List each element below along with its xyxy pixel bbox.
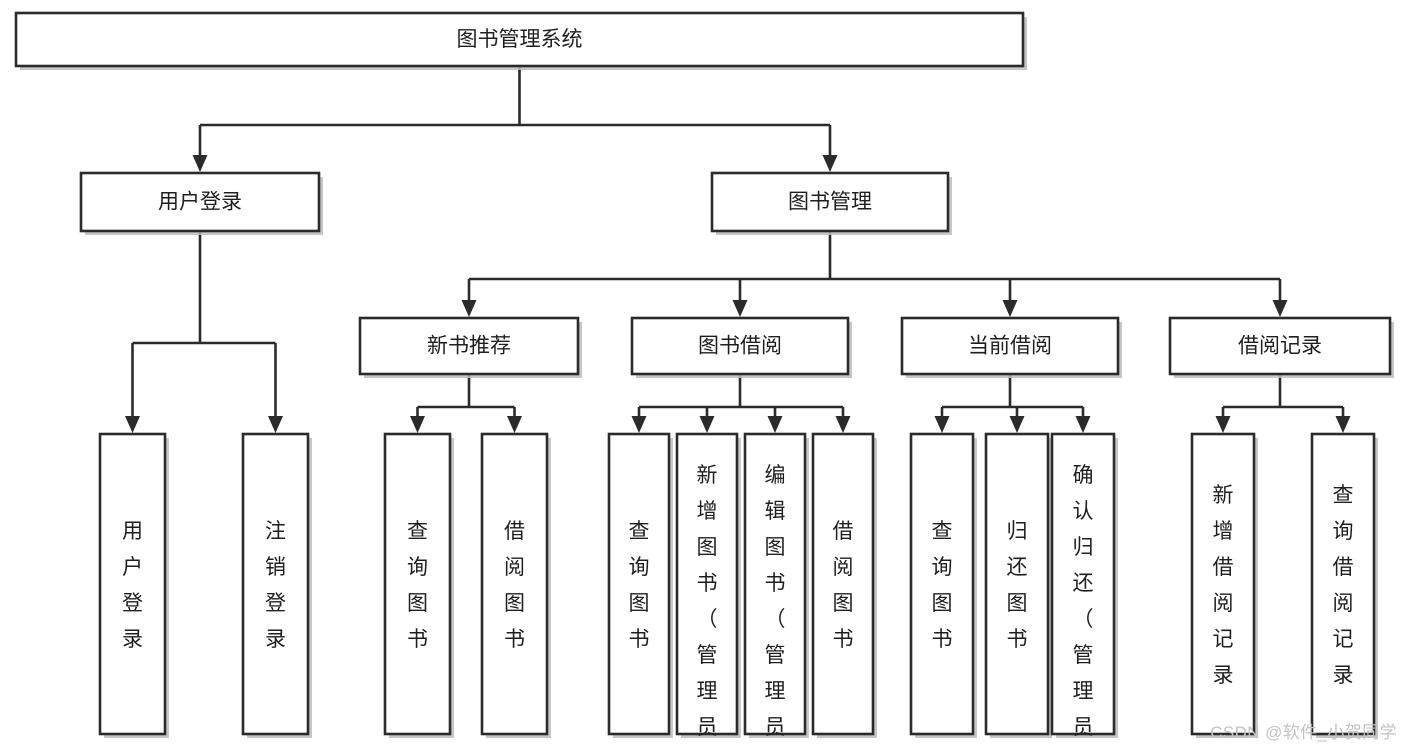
connector-layer bbox=[125, 66, 1351, 433]
node-leaf-query-book-current[interactable]: 查询图书 bbox=[909, 432, 977, 738]
node-label: 借阅图书 bbox=[504, 520, 525, 651]
node-leaf-query-borrow-record[interactable]: 查询借阅记录 bbox=[1310, 432, 1378, 738]
node-borrow-record[interactable]: 借阅记录 bbox=[1168, 316, 1394, 378]
node-label: 用户登录 bbox=[122, 520, 143, 651]
connector-group-book-borrow bbox=[631, 374, 851, 433]
node-label: 编辑图书（管理员） bbox=[765, 464, 786, 747]
node-root[interactable]: 图书管理系统 bbox=[14, 11, 1027, 70]
node-user-login[interactable]: 用户登录 bbox=[79, 171, 323, 235]
connector-group-current-borrow bbox=[934, 374, 1091, 433]
node-leaf-add-borrow-record[interactable]: 新增借阅记录 bbox=[1190, 432, 1258, 738]
node-current-borrow[interactable]: 当前借阅 bbox=[900, 316, 1122, 378]
node-leaf-user-login[interactable]: 用户登录 bbox=[98, 432, 169, 738]
watermark-text: CSDN @软件_小贺同学 bbox=[1210, 723, 1397, 742]
node-label: 确认归还（管理员） bbox=[1073, 464, 1094, 747]
node-leaf-query-book-borrow[interactable]: 查询图书 bbox=[607, 432, 673, 738]
node-layer: 图书管理系统用户登录图书管理新书推荐图书借阅当前借阅借阅记录用户登录注销登录查询… bbox=[14, 11, 1394, 747]
connector-group-new-book-recommend bbox=[410, 374, 522, 433]
node-label: 查询图书 bbox=[407, 520, 428, 651]
node-label: 借阅记录 bbox=[1238, 335, 1322, 358]
node-label: 新书推荐 bbox=[427, 335, 511, 358]
node-book-management[interactable]: 图书管理 bbox=[710, 171, 952, 235]
node-label: 查询借阅记录 bbox=[1333, 484, 1354, 687]
node-leaf-edit-book[interactable]: 编辑图书（管理员） bbox=[743, 432, 809, 747]
node-label: 查询图书 bbox=[629, 520, 650, 651]
node-label: 当前借阅 bbox=[968, 335, 1052, 358]
node-label: 新增图书（管理员） bbox=[697, 464, 718, 747]
node-new-book-recommend[interactable]: 新书推荐 bbox=[358, 316, 582, 378]
node-leaf-borrow-book-recommend[interactable]: 借阅图书 bbox=[480, 432, 551, 738]
node-book-borrow[interactable]: 图书借阅 bbox=[630, 316, 852, 378]
node-label: 归还图书 bbox=[1007, 520, 1028, 651]
connector-group-root bbox=[192, 66, 838, 172]
connector-group-book-management bbox=[461, 231, 1288, 317]
node-leaf-logout[interactable]: 注销登录 bbox=[241, 432, 312, 738]
node-label: 查询图书 bbox=[932, 520, 953, 651]
connector-group-user-login bbox=[125, 231, 283, 433]
node-leaf-query-book-recommend[interactable]: 查询图书 bbox=[383, 432, 454, 738]
node-leaf-borrow-book[interactable]: 借阅图书 bbox=[811, 432, 877, 738]
node-label: 注销登录 bbox=[265, 520, 286, 651]
node-label: 用户登录 bbox=[158, 191, 242, 214]
node-label: 借阅图书 bbox=[833, 520, 854, 651]
node-label: 新增借阅记录 bbox=[1213, 484, 1234, 687]
node-leaf-confirm-return[interactable]: 确认归还（管理员） bbox=[1050, 432, 1118, 747]
node-leaf-add-book[interactable]: 新增图书（管理员） bbox=[675, 432, 741, 747]
node-label: 图书借阅 bbox=[698, 335, 782, 358]
connector-group-borrow-record bbox=[1215, 374, 1351, 433]
node-label: 图书管理 bbox=[788, 191, 872, 214]
node-leaf-return-book[interactable]: 归还图书 bbox=[984, 432, 1052, 738]
node-label: 图书管理系统 bbox=[457, 28, 583, 51]
